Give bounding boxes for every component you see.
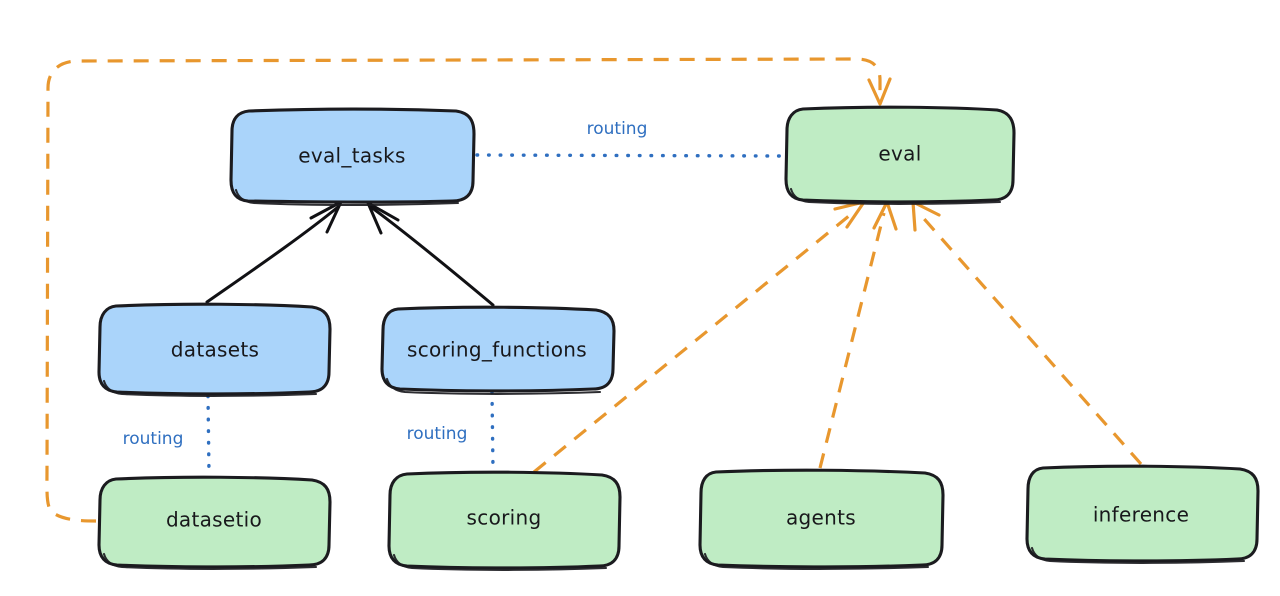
edge-inference-to-eval[interactable] [911, 200, 1143, 466]
edge-path-eval_tasks-eval [475, 153, 784, 158]
edge-label-routing-eval_tasks: routing [587, 119, 648, 139]
edge-datasets-to-datasetio[interactable]: routing [123, 394, 211, 476]
node-label-eval: eval [878, 142, 921, 166]
node-agents[interactable]: agents [698, 468, 945, 570]
node-shape-datasetio [97, 475, 332, 569]
node-shape-inference [1025, 464, 1260, 563]
node-shape-accent-scoring [392, 553, 608, 571]
edge-agents-to-eval[interactable] [818, 200, 898, 469]
node-label-agents: agents [786, 506, 856, 530]
node-shape-datasets [97, 302, 332, 396]
edge-label-routing-datasets: routing [123, 429, 184, 449]
edge-path-datasets-datasetio [206, 394, 211, 476]
node-datasetio[interactable]: datasetio [97, 475, 332, 570]
edge-scoring_functions-to-eval_tasks[interactable] [366, 201, 495, 307]
node-shape-accent-eval_tasks [234, 188, 460, 206]
node-label-datasets: datasets [171, 338, 259, 362]
arrowhead-datasetio-eval [867, 77, 892, 106]
node-shape-accent-datasets [102, 379, 318, 397]
node-label-scoring: scoring [467, 506, 542, 530]
edge-datasetio-to-eval[interactable] [45, 57, 892, 523]
node-shape-accent-datasetio [102, 552, 318, 570]
edges-layer: routing routing routing [45, 57, 1143, 523]
node-shape-agents [698, 468, 945, 569]
node-label-inference: inference [1093, 503, 1189, 527]
node-shape-accent-scoring_functions [385, 377, 602, 395]
node-scoring[interactable]: scoring [387, 470, 622, 571]
node-shape-scoring_functions [380, 305, 616, 393]
node-shape-eval_tasks [229, 107, 476, 204]
edge-label-routing-scoring_functions: routing [407, 424, 468, 444]
edge-path-scoring-eval [532, 209, 857, 474]
edge-path-datasets-eval_tasks [205, 205, 340, 304]
edge-path-scoring_functions-eval_tasks [369, 205, 495, 307]
node-shape-eval [784, 105, 1016, 204]
node-label-eval_tasks: eval_tasks [298, 144, 405, 168]
node-eval[interactable]: eval [784, 105, 1016, 205]
arrowhead-inference-eval [911, 200, 941, 232]
edge-path-scoring_functions-scoring [490, 390, 495, 472]
edge-path-datasetio-eval [45, 57, 882, 523]
node-datasets[interactable]: datasets [97, 302, 332, 397]
node-shape-accent-agents [703, 552, 930, 570]
node-eval_tasks[interactable]: eval_tasks [229, 107, 476, 206]
edge-scoring_functions-to-scoring[interactable]: routing [407, 390, 495, 472]
node-label-datasetio: datasetio [166, 508, 262, 532]
nodes-layer: eval_tasks eval datasets scoring_functio… [97, 105, 1260, 571]
node-shape-scoring [387, 470, 622, 570]
edge-eval_tasks-to-eval[interactable]: routing [475, 119, 784, 158]
node-label-scoring_functions: scoring_functions [407, 338, 587, 362]
node-inference[interactable]: inference [1025, 464, 1260, 564]
node-shape-accent-inference [1030, 546, 1246, 564]
edge-path-inference-eval [916, 210, 1143, 466]
node-scoring_functions[interactable]: scoring_functions [380, 305, 616, 395]
edge-datasets-to-eval_tasks[interactable] [205, 200, 343, 304]
edge-path-agents-eval [818, 212, 886, 469]
node-shape-accent-eval [789, 187, 1002, 205]
